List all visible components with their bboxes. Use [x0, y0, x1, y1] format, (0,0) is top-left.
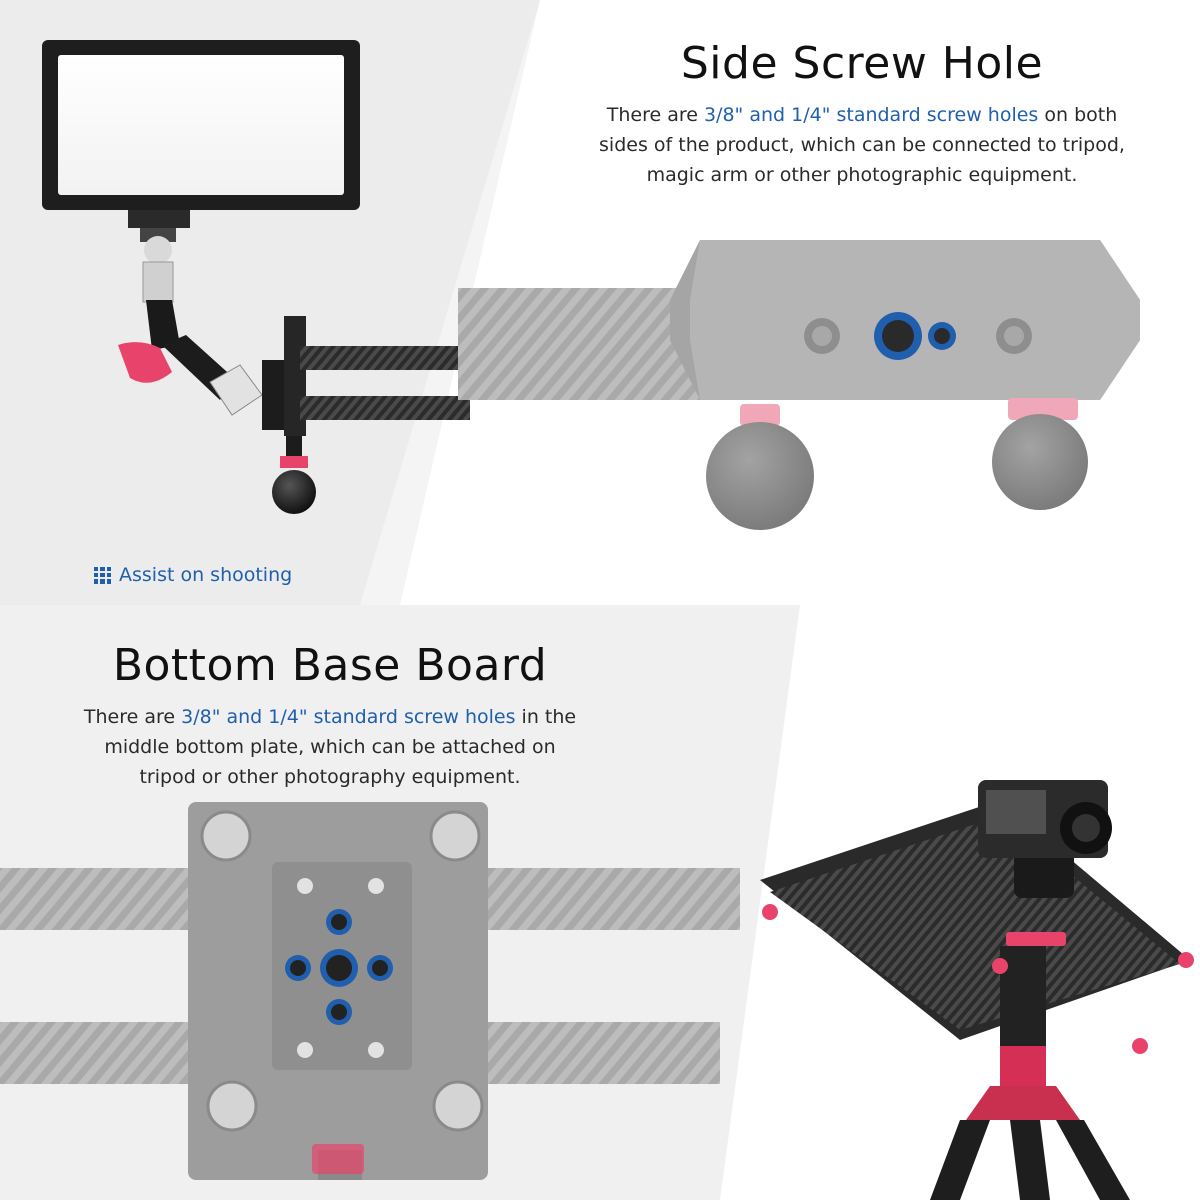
side-screw-highlight: 3/8" and 1/4" standard screw holes	[703, 104, 1039, 126]
bottom-base-title: Bottom Base Board	[112, 640, 548, 691]
bottom-screw-holes	[285, 909, 393, 1025]
side-screw-holes	[804, 312, 1032, 360]
assist-on-shooting: Assist on shooting	[94, 564, 292, 586]
assist-label: Assist on shooting	[119, 564, 293, 586]
led-light-panel	[42, 40, 360, 210]
side-screw-description: There are 3/8" and 1/4" standard screw h…	[599, 104, 1125, 186]
bottom-base-description: There are 3/8" and 1/4" standard screw h…	[83, 706, 577, 788]
bottom-base-section: Bottom Base Board There are 3/8" and 1/4…	[40, 636, 620, 792]
side-screw-title: Side Screw Hole	[680, 38, 1044, 89]
camera-slider-tripod	[760, 780, 1194, 1200]
side-screw-section: Side Screw Hole There are 3/8" and 1/4" …	[572, 34, 1152, 190]
grid-icon	[94, 566, 111, 584]
bottom-base-highlight: 3/8" and 1/4" standard screw holes	[181, 706, 516, 728]
